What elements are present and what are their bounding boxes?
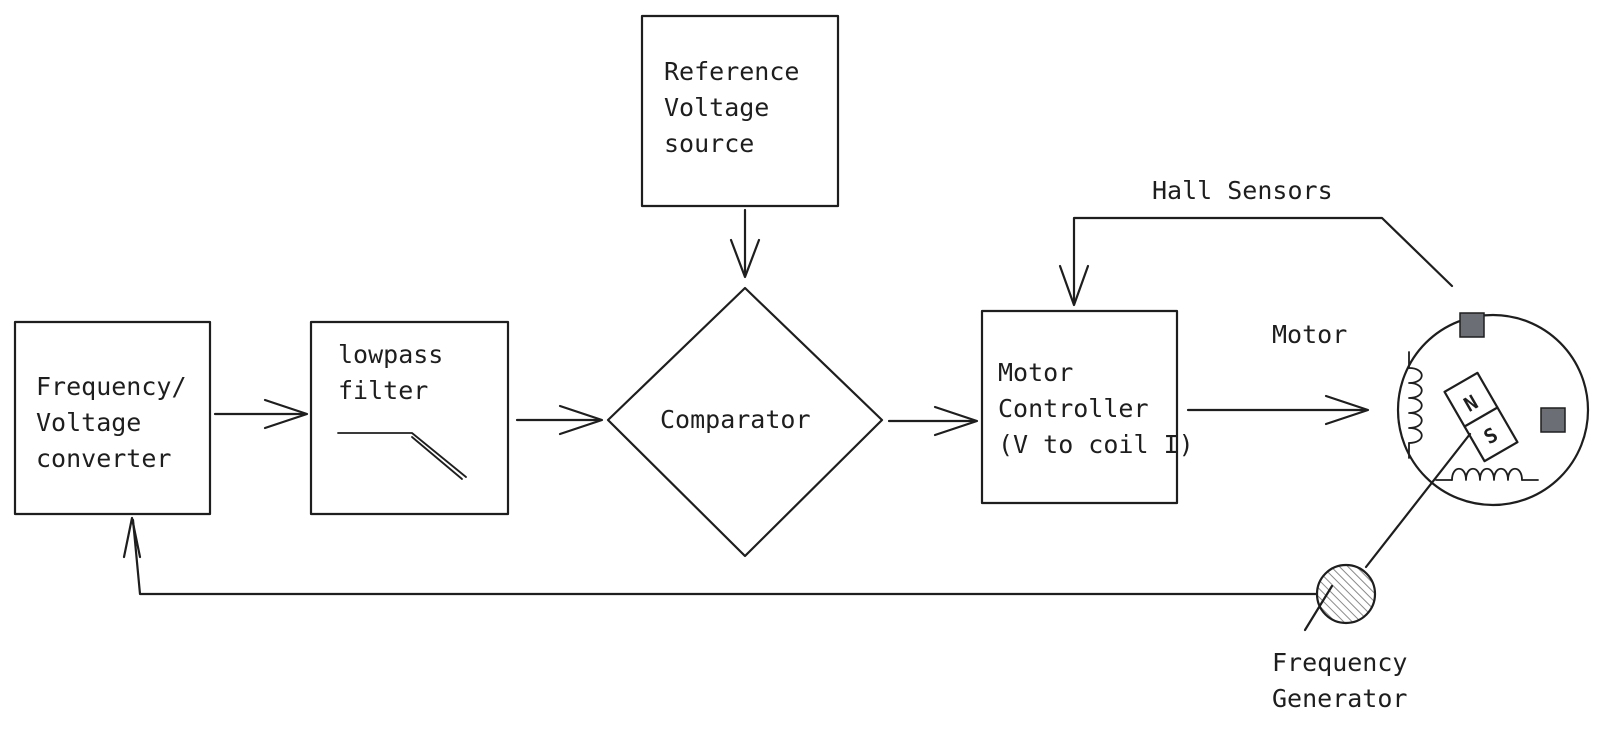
arrow-reference-to-comparator	[729, 208, 761, 279]
freq-voltage-label-3: converter	[36, 444, 171, 473]
freq-voltage-label-2: Voltage	[36, 408, 141, 437]
hall-sensor-top	[1459, 312, 1485, 338]
reference-label-2: Voltage	[664, 93, 769, 122]
frequency-generator-label-1: Frequency	[1272, 648, 1407, 677]
arrow-converter-to-lowpass	[213, 398, 309, 430]
arrow-comparator-to-controller	[887, 405, 979, 437]
lowpass-label-2: filter	[338, 376, 428, 405]
coil-left-icon	[1408, 351, 1423, 459]
arrow-lowpass-to-comparator	[515, 404, 604, 436]
motor-controller-block: Motor Controller (V to coil I)	[980, 309, 1194, 505]
rotor-magnet: N S	[1443, 371, 1519, 463]
magnet-s-label: S	[1479, 422, 1501, 449]
freq-voltage-label-1: Frequency/	[36, 372, 187, 401]
hall-sensors-label: Hall Sensors	[1152, 176, 1333, 205]
freq-voltage-converter-block: Frequency/ Voltage converter	[13, 320, 212, 516]
controller-label-2: Controller	[998, 394, 1149, 423]
lowpass-label-1: lowpass	[338, 340, 443, 369]
hall-sensors-feedback: Hall Sensors	[1058, 176, 1454, 307]
coil-bottom-icon	[1435, 467, 1539, 481]
lowpass-filter-block: lowpass filter	[309, 320, 510, 516]
motor-label: Motor	[1272, 320, 1347, 349]
arrow-controller-to-motor	[1186, 394, 1370, 426]
reference-label-1: Reference	[664, 57, 799, 86]
controller-label-1: Motor	[998, 358, 1073, 387]
reference-label-3: source	[664, 129, 754, 158]
motor: N S	[1364, 312, 1590, 569]
reference-voltage-block: Reference Voltage source	[640, 14, 840, 208]
frequency-generator: Frequency Generator	[1272, 563, 1407, 713]
controller-label-3: (V to coil I)	[998, 430, 1194, 459]
arrow-generator-to-converter	[122, 516, 1319, 596]
comparator-label: Comparator	[660, 405, 811, 434]
hall-sensor-right	[1540, 407, 1566, 433]
magnet-n-label: N	[1460, 390, 1482, 417]
frequency-generator-label-2: Generator	[1272, 684, 1407, 713]
comparator-block: Comparator	[606, 286, 884, 558]
lowpass-response-icon	[337, 432, 467, 478]
